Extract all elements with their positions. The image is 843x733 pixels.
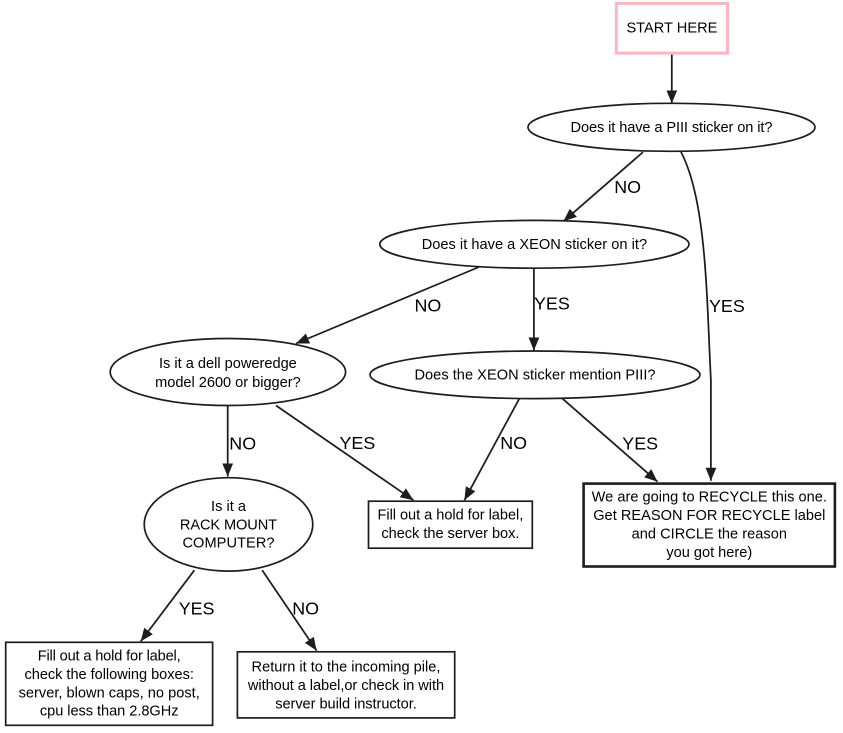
svg-text:We are going to RECYCLE this o: We are going to RECYCLE this one. <box>592 489 827 505</box>
svg-text:model 2600 or bigger?: model 2600 or bigger? <box>155 375 301 391</box>
svg-text:server, blown caps, no post,: server, blown caps, no post, <box>19 685 200 701</box>
svg-text:START HERE: START HERE <box>626 21 717 37</box>
svg-text:YES: YES <box>534 294 570 314</box>
svg-text:check the following boxes:: check the following boxes: <box>25 667 194 683</box>
svg-text:you got here): you got here) <box>666 545 752 561</box>
svg-text:NO: NO <box>614 177 641 197</box>
svg-text:YES: YES <box>340 433 376 453</box>
svg-text:YES: YES <box>622 433 658 453</box>
svg-text:Does the XEON sticker mention: Does the XEON sticker mention PIII? <box>414 368 655 384</box>
svg-text:and CIRCLE the reason: and CIRCLE the reason <box>632 527 787 543</box>
svg-text:Is it a dell poweredge: Is it a dell poweredge <box>159 356 297 372</box>
svg-text:server build instructor.: server build instructor. <box>275 696 417 712</box>
svg-text:Does it have a XEON sticker on: Does it have a XEON sticker on it? <box>422 237 647 253</box>
svg-text:NO: NO <box>415 295 442 315</box>
svg-text:without a label,or check in wi: without a label,or check in with <box>247 678 444 694</box>
svg-text:COMPUTER?: COMPUTER? <box>182 536 274 552</box>
svg-text:Fill out a hold for label,: Fill out a hold for label, <box>378 508 524 524</box>
svg-text:cpu less than 2.8GHz: cpu less than 2.8GHz <box>40 703 179 719</box>
svg-text:YES: YES <box>709 296 745 316</box>
svg-text:NO: NO <box>229 433 256 453</box>
svg-text:RACK MOUNT: RACK MOUNT <box>180 517 277 533</box>
svg-text:check the server box.: check the server box. <box>381 526 519 542</box>
svg-text:Get REASON FOR RECYCLE label: Get REASON FOR RECYCLE label <box>593 508 825 524</box>
svg-text:NO: NO <box>500 433 527 453</box>
svg-text:NO: NO <box>292 599 319 619</box>
svg-text:Is it a: Is it a <box>211 499 247 515</box>
svg-text:Fill out a hold for label,: Fill out a hold for label, <box>38 649 181 665</box>
svg-text:YES: YES <box>179 599 215 619</box>
svg-text:Return it to the incoming pile: Return it to the incoming pile, <box>252 659 441 675</box>
svg-text:Does it have a PIII sticker on: Does it have a PIII sticker on it? <box>571 120 773 136</box>
